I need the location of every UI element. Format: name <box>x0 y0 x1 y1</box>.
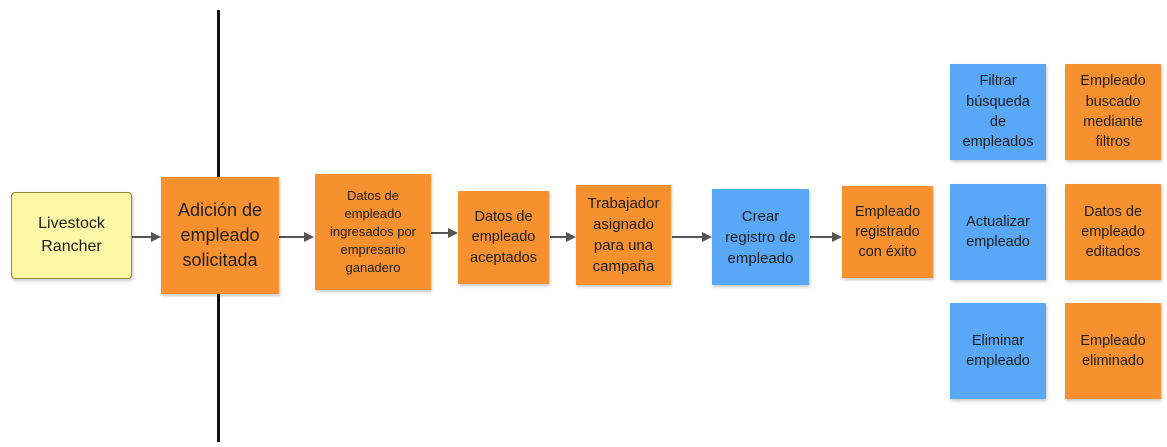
event-employee-searched: Empleado buscado mediante filtros <box>1065 64 1161 160</box>
command-delete-employee: Eliminar empleado <box>950 303 1046 399</box>
command-update-employee: Actualizar empleado <box>950 184 1046 280</box>
event-employee-data-edited: Datos de empleado editados <box>1065 184 1161 280</box>
command-create-employee-record: Crear registro de empleado <box>712 189 809 285</box>
event-employee-data-accepted: Datos de empleado aceptados <box>458 191 549 284</box>
event-employee-addition-requested: Adición de empleado solicitada <box>161 177 279 294</box>
event-employee-deleted: Empleado eliminado <box>1065 303 1161 399</box>
event-employee-data-entered: Datos de empleado ingresados por empresa… <box>315 174 431 290</box>
actor-livestock-rancher: Livestock Rancher <box>11 192 132 279</box>
event-employee-registered: Empleado registrado con éxito <box>842 186 933 278</box>
event-worker-assigned: Trabajador asignado para una campaña <box>576 185 671 285</box>
command-filter-employee-search: Filtrar búsqueda de empleados <box>950 64 1046 160</box>
